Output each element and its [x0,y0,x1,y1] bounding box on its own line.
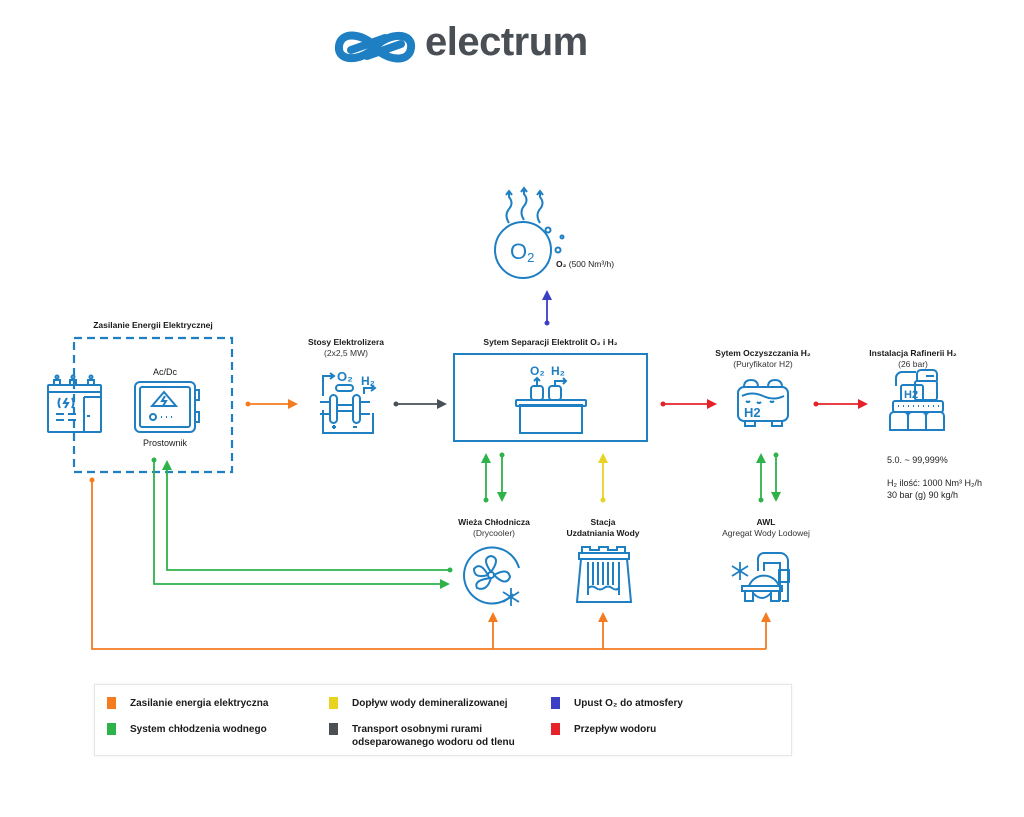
oxygen-symbol: O2 [510,239,534,265]
power-bus [91,480,766,650]
legend-swatch-power [107,697,116,709]
refinery-pressure: 30 bar (g) 90 kg/h [887,490,959,500]
awl-snowflake-icon [731,562,749,580]
rectifier-top-label: Ac/Dc [152,367,177,377]
oxygen-flow-label: O₂ (500 Nm³/h) [556,259,615,269]
legend: Zasilanie energia elektryczna System chł… [94,684,792,756]
cooling-drycooler-to-rect [162,460,450,571]
refinery-purity: 5.0. ~ 99,999% [887,455,948,465]
legend-swatch-cooling [107,723,116,735]
brand-name: electrum [425,20,588,64]
stacks-o2-label: O₂ [337,369,353,384]
electrum-logo-icon [335,31,415,63]
stacks-h2-label: H₂ [361,374,375,388]
electrolyzer-stack-icon [320,372,377,434]
snowflake-icon [502,588,520,606]
refinery-icon-text: H2 [904,389,918,401]
legend-hydrogen: Przepływ wodoru [574,724,657,735]
legend-power: Zasilanie energia elektryczna [130,698,269,709]
refinery-flow: H₂ ilość: 1000 Nm³ H₂/h [887,478,983,488]
legend-demin-water: Dopływ wody demineralizowanej [352,698,508,709]
water-treatment-icon [575,546,633,603]
legend-cooling: System chłodzenia wodnego [130,724,267,735]
purifier-icon [737,378,789,427]
drycooler-label: Wieża Chłodnicza(Drycooler) [458,517,530,538]
legend-swatch-o2-vent [551,697,560,709]
refinery-icon [889,369,945,431]
power-supply-title: Zasilanie Energii Elektrycznej [93,320,213,330]
legend-swatch-demin-water [329,697,338,709]
rectifier-icon [134,381,200,433]
separation-label: Sytem Separacji Elektrolit O₂ i H₂ [483,337,618,347]
separator-h2-label: H₂ [551,364,565,378]
drycooler-fan-icon [463,546,520,605]
chiller-icon [741,552,790,602]
separator-icon [515,376,587,434]
legend-swatch-transport [329,723,338,735]
refinery-label: Instalacja Rafinerii H₂(26 bar) [869,348,957,369]
separator-o2-label: O₂ [530,364,545,378]
cooling-rect-to-drycooler [153,460,450,589]
legend-o2-vent: Upust O₂ do atmosfery [574,698,683,709]
separation-system-box [453,353,648,442]
legend-swatch-hydrogen [551,723,560,735]
purifier-icon-text: H2 [744,405,761,420]
oxygen-release-icon [494,186,565,279]
battery-icon [47,374,102,433]
rectifier-bottom-label: Prostownik [142,438,187,448]
stacks-label: Stosy Elektrolizera(2x2,5 MW) [307,337,385,358]
purifier-label: Sytem Oczyszczania H₂(Puryfikator H2) [715,348,811,369]
power-supply-boundary [72,336,234,474]
